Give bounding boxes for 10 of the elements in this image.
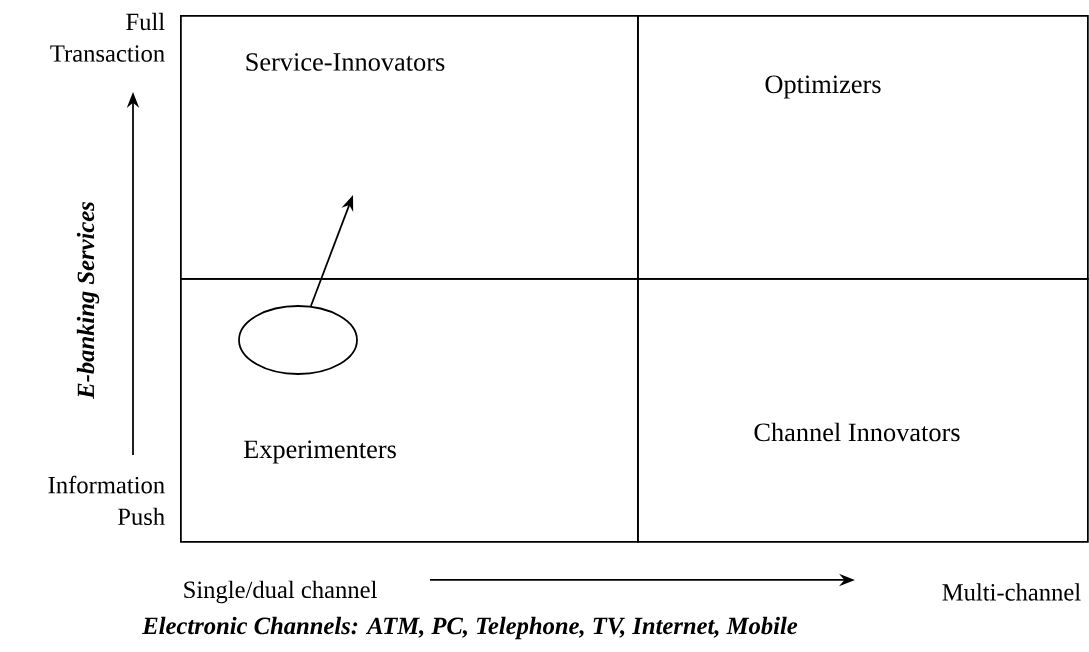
- quadrant-box: Optimizers: [637, 15, 1089, 280]
- quadrant-box: Service-Innovators: [180, 15, 639, 280]
- quadrant-box: Channel Innovators: [637, 278, 1089, 543]
- axis-label: Single/dual channel: [184, 580, 377, 604]
- axis-title: E-banking Services: [76, 202, 100, 399]
- axis-title: Electronic Channels: ATM, PC, Telephone, TV, Internet, Mobile: [142, 616, 798, 640]
- ellipse: [238, 305, 358, 375]
- quadrant-box: Experimenters: [180, 278, 639, 543]
- axis-label: Multi-channel: [942, 583, 1081, 601]
- axis-label: Information Push: [48, 475, 165, 526]
